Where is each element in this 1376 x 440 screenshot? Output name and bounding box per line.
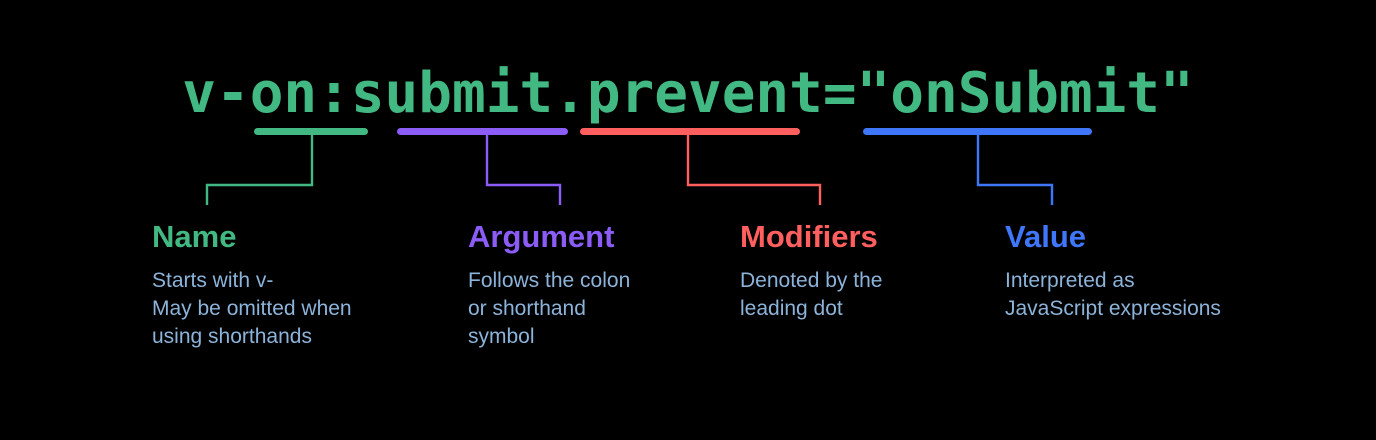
segment-heading-name: Name: [152, 219, 237, 254]
connector-elbow-name: [205, 135, 314, 205]
segment-heading-value: Value: [1005, 219, 1086, 254]
segment-description-value: Interpreted as JavaScript expressions: [1005, 269, 1221, 320]
underline-bar-argument: [397, 128, 568, 135]
segment-description-modifiers: Denoted by the leading dot: [740, 269, 883, 320]
segment-heading-argument: Argument: [468, 219, 615, 254]
segment-description-argument: Follows the colon or shorthand symbol: [468, 269, 631, 348]
underline-bar-name: [254, 128, 368, 135]
segment-description-name: Starts with v- May be omitted when using…: [152, 269, 352, 348]
connector-elbow-argument: [485, 135, 562, 205]
segment-heading-modifiers: Modifiers: [740, 219, 878, 254]
directive-code-expression: v-on:submit.prevent="onSubmit": [182, 61, 1194, 126]
connector-elbow-modifiers: [686, 135, 822, 205]
connector-elbow-value: [976, 135, 1054, 205]
underline-bar-modifiers: [580, 128, 800, 135]
underline-bar-value: [863, 128, 1092, 135]
